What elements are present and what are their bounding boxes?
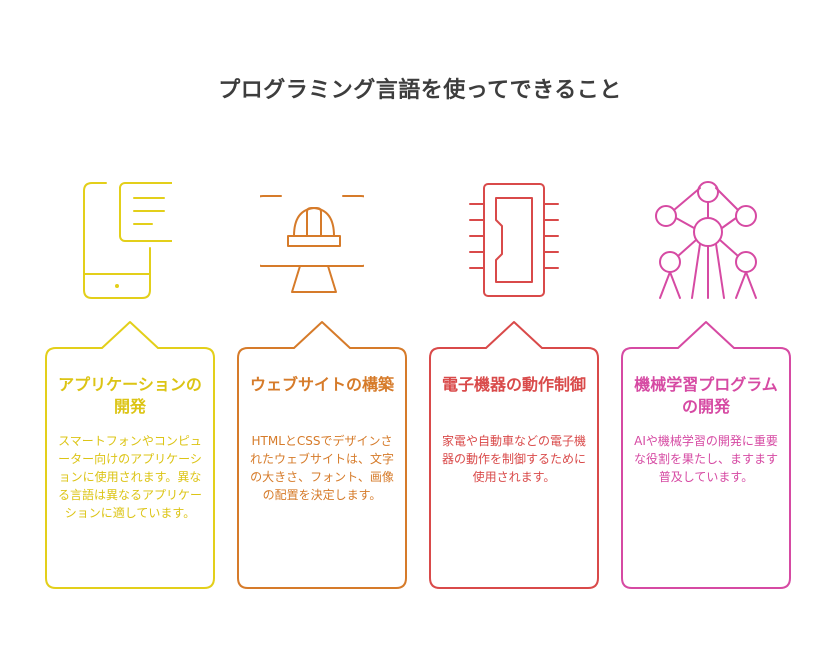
mobile-app-icon — [83, 182, 172, 299]
card-website-building: ウェブサイトの構築 HTMLとCSSでデザインされたウェブサイトは、文字の大きさ… — [236, 320, 408, 590]
card-app-development: アプリケーションの開発 スマートフォンやコンピューター向けのアプリケーションに使… — [44, 320, 216, 590]
card-description: 家電や自動車などの電子機器の動作を制御するために使用されます。 — [441, 434, 586, 484]
card-device-control: 電子機器の動作制御 家電や自動車などの電子機器の動作を制御するために使用されます… — [428, 320, 600, 590]
card-bubble-outline — [621, 321, 791, 589]
card-bubble-outline — [45, 321, 215, 589]
card-bubble-outline — [429, 321, 599, 589]
card-bubble-outline — [237, 321, 407, 589]
web-construction-icon — [260, 195, 364, 293]
card-title: 電子機器の動作制御 — [442, 375, 587, 394]
microchip-icon — [469, 183, 559, 297]
page-title: プログラミング言語を使ってできること — [218, 78, 622, 103]
card-title: 機械学習プログラムの開発 — [634, 375, 778, 416]
neural-network-icon — [655, 181, 757, 299]
card-description: HTMLとCSSでデザインされたウェブサイトは、文字の大きさ、フォント、画像の配… — [249, 434, 394, 502]
card-description: スマートフォンやコンピューター向けのアプリケーションに使用されます。異なる言語は… — [57, 434, 202, 520]
card-title: アプリケーションの開発 — [58, 375, 202, 416]
card-title: ウェブサイトの構築 — [250, 375, 395, 394]
card-machine-learning: 機械学習プログラムの開発 AIや機械学習の開発に重要な役割を果たし、ますます普及… — [620, 320, 792, 590]
card-description: AIや機械学習の開発に重要な役割を果たし、ますます普及しています。 — [633, 434, 778, 484]
